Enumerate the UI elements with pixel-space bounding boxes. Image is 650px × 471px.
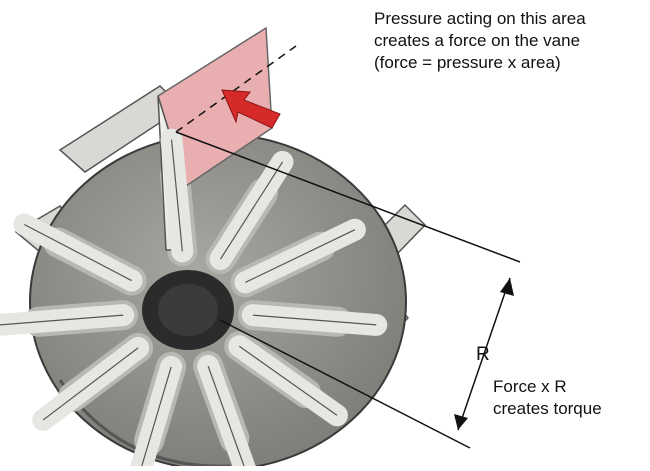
- radius-label: R: [476, 344, 490, 365]
- spline-tooth: [168, 274, 177, 283]
- pressure-line: (force = pressure x area): [374, 53, 561, 72]
- spline-tooth: [147, 292, 156, 301]
- vane-edge: [24, 223, 132, 282]
- vane-edge: [245, 229, 356, 283]
- spline-tooth: [220, 292, 229, 301]
- spline-tooth: [155, 281, 164, 290]
- hub-highlight: [158, 284, 218, 336]
- spline-tooth: [212, 281, 221, 290]
- spline-tooth: [199, 274, 208, 283]
- vane-edge: [238, 345, 338, 416]
- dashed-center-line: [175, 45, 297, 133]
- vane-edge: [220, 161, 284, 260]
- spline-tooth: [212, 330, 221, 339]
- spline-tooth: [224, 306, 232, 314]
- vane-edge: [170, 139, 183, 252]
- vanes: [0, 128, 388, 471]
- spline-tooth: [144, 306, 152, 314]
- dimension-arrowhead-bottom: [454, 414, 468, 430]
- vane-edge: [252, 314, 377, 326]
- vane-edge: [139, 366, 172, 471]
- radius-dimension-line: [457, 277, 511, 431]
- spline-tooth: [199, 337, 208, 346]
- pressure-annotation: Pressure acting on this area creates a f…: [374, 8, 586, 74]
- spline-hub: [142, 270, 234, 350]
- dimension-arrowhead-top: [500, 278, 514, 296]
- torque-line: creates torque: [493, 399, 602, 418]
- force-line: [175, 131, 521, 263]
- vane-edge: [0, 314, 124, 326]
- spline-tooth: [168, 337, 177, 346]
- spline-tooth: [184, 340, 192, 348]
- spline-tooth: [155, 330, 164, 339]
- vane-edge: [207, 365, 247, 471]
- pressure-line: Pressure acting on this area: [374, 9, 586, 28]
- spline-tooth: [184, 272, 192, 280]
- torque-line: Force x R: [493, 377, 567, 396]
- vane-edge: [42, 347, 139, 421]
- pressure-arrow: [221, 89, 281, 129]
- pressure-line: creates a force on the vane: [374, 31, 581, 50]
- torque-annotation: Force x R creates torque: [493, 376, 602, 420]
- spline-tooth: [147, 319, 156, 328]
- center-line: [219, 319, 471, 449]
- arrow-shape: [221, 89, 281, 129]
